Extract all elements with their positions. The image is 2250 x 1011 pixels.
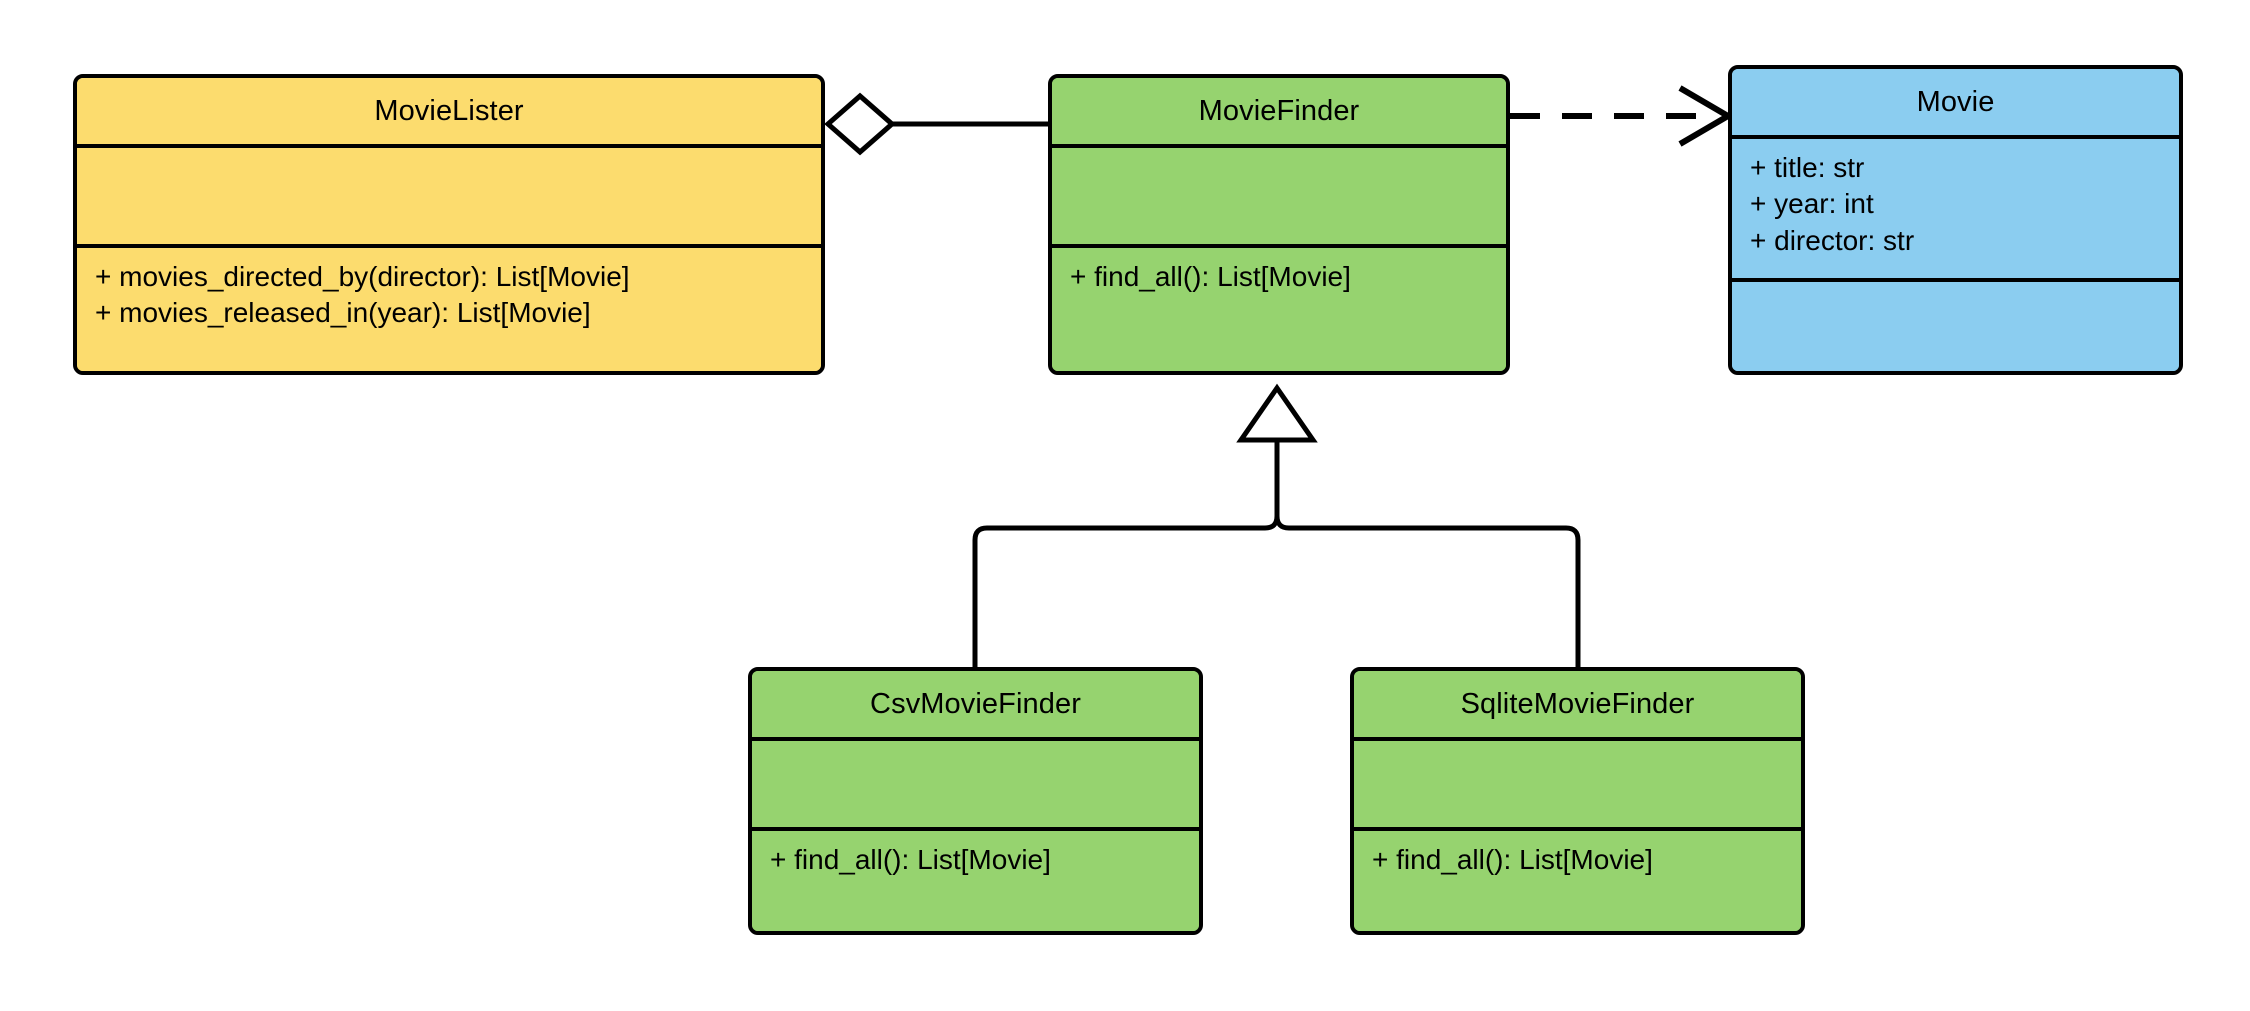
aggregation-lister-finder-edge <box>824 92 1048 156</box>
methods-compartment-movie <box>1732 278 2179 371</box>
method-line: + movies_released_in(year): List[Movie] <box>95 297 591 329</box>
method-line: + find_all(): List[Movie] <box>770 844 1051 875</box>
methods-compartment-csv-movie-finder: + find_all(): List[Movie] <box>752 827 1199 931</box>
attribute-line: + title: str <box>1750 152 1865 183</box>
attributes-compartment-movie-finder <box>1052 144 1506 244</box>
attribute-line: + director: str <box>1750 224 1915 256</box>
method-line: + movies_directed_by(director): List[Mov… <box>95 261 630 292</box>
methods-compartment-movie-finder: + find_all(): List[Movie] <box>1052 244 1506 371</box>
method-line: + find_all(): List[Movie] <box>1070 261 1351 292</box>
hollow-triangle-marker <box>1236 383 1318 443</box>
class-name-csv-movie-finder: CsvMovieFinder <box>752 671 1199 737</box>
attributes-compartment-csv-movie-finder <box>752 737 1199 827</box>
class-box-sqlite-movie-finder[interactable]: SqliteMovieFinder + find_all(): List[Mov… <box>1350 667 1805 935</box>
class-name-movie-lister: MovieLister <box>77 78 821 144</box>
class-name-movie-finder: MovieFinder <box>1052 78 1506 144</box>
methods-compartment-sqlite-movie-finder: + find_all(): List[Movie] <box>1354 827 1801 931</box>
method-line: + find_all(): List[Movie] <box>1372 844 1653 875</box>
dependency-finder-movie-edge <box>1510 85 1734 147</box>
class-box-movie[interactable]: Movie + title: str + year: int + directo… <box>1728 65 2183 375</box>
open-arrow-marker <box>1678 85 1734 147</box>
class-box-movie-lister[interactable]: MovieLister + movies_directed_by(directo… <box>73 74 825 375</box>
hollow-diamond-marker <box>824 92 896 156</box>
class-box-movie-finder[interactable]: MovieFinder + find_all(): List[Movie] <box>1048 74 1510 375</box>
class-box-csv-movie-finder[interactable]: CsvMovieFinder + find_all(): List[Movie] <box>748 667 1203 935</box>
attributes-compartment-sqlite-movie-finder <box>1354 737 1801 827</box>
methods-compartment-movie-lister: + movies_directed_by(director): List[Mov… <box>77 244 821 371</box>
generalization-tree-edge <box>972 383 1581 667</box>
attributes-compartment-movie-lister <box>77 144 821 244</box>
attribute-line: + year: int <box>1750 188 1874 220</box>
class-name-movie: Movie <box>1732 69 2179 135</box>
attributes-compartment-movie: + title: str + year: int + director: str <box>1732 135 2179 278</box>
class-name-sqlite-movie-finder: SqliteMovieFinder <box>1354 671 1801 737</box>
